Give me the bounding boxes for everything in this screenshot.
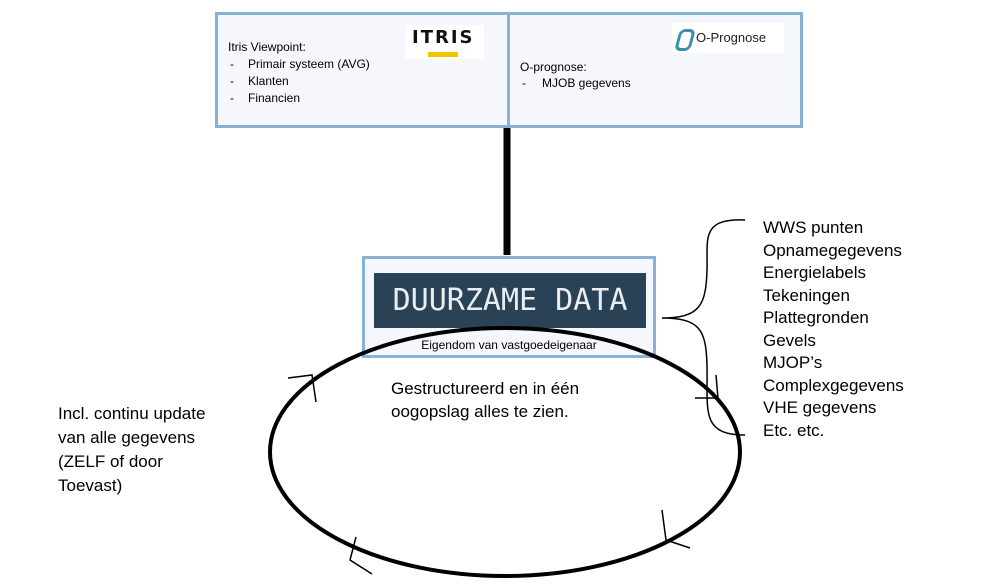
duurzame-data-logo-text: DUURZAME DATA bbox=[392, 283, 628, 318]
data-list-item: Etc. etc. bbox=[763, 420, 825, 440]
update-note-line: van alle gegevens bbox=[58, 428, 196, 447]
oprognose-title: O-prognose: bbox=[520, 60, 587, 74]
update-note-line: (ZELF of door bbox=[58, 452, 163, 471]
bullet-dash: - bbox=[522, 76, 526, 90]
oprognose-box: O-Prognose O-prognose: - MJOB gegevens bbox=[507, 12, 803, 128]
itris-item: Primair systeem (AVG) bbox=[248, 57, 370, 71]
itris-logo-bar bbox=[428, 52, 458, 57]
itris-logo-text: ITRIS bbox=[412, 27, 475, 48]
update-note-line: Incl. continu update bbox=[58, 404, 206, 423]
data-list-item: Energielabels bbox=[763, 263, 867, 282]
itris-item: Financien bbox=[248, 91, 301, 105]
data-list-item: Complexgegevens bbox=[763, 375, 904, 395]
data-list-item: Gevels bbox=[763, 330, 816, 350]
update-cycle-ellipse bbox=[268, 326, 742, 578]
cycle-arrow-icon bbox=[287, 374, 317, 403]
duurzame-data-logo: DUURZAME DATA bbox=[374, 273, 646, 328]
data-list-item: WWS punten bbox=[763, 218, 864, 237]
itris-box: ITRIS Itris Viewpoint: - Primair systeem… bbox=[215, 12, 510, 128]
bullet-dash: - bbox=[230, 91, 234, 105]
curly-brace-icon bbox=[661, 219, 746, 436]
cycle-arrow-icon bbox=[695, 374, 719, 399]
itris-item: Klanten bbox=[248, 74, 289, 88]
itris-title: Itris Viewpoint: bbox=[228, 40, 306, 54]
data-list-item: Opnamegegevens bbox=[763, 240, 902, 260]
bullet-dash: - bbox=[230, 57, 234, 71]
oprognose-logo-text: O-Prognose bbox=[696, 30, 767, 45]
update-note-line: Toevast) bbox=[58, 476, 123, 495]
data-list: WWS punten Opnamegegevens Energielabels … bbox=[763, 217, 904, 442]
bullet-dash: - bbox=[230, 74, 234, 88]
oprognose-item: MJOB gegevens bbox=[542, 76, 631, 90]
data-list-item: Plattegronden bbox=[763, 308, 869, 327]
center-text-line: oogopslag alles te zien. bbox=[391, 401, 569, 421]
data-list-item: MJOP’s bbox=[763, 353, 823, 372]
data-list-item: Tekeningen bbox=[763, 285, 850, 305]
ownership-caption: Eigendom van vastgoedeigenaar bbox=[421, 338, 597, 352]
data-list-item: VHE gegevens bbox=[763, 398, 877, 417]
update-note: Incl. continu update van alle gegevens (… bbox=[58, 402, 205, 498]
oprognose-logo: O-Prognose bbox=[672, 23, 784, 53]
center-text: Gestructureerd en in één oogopslag alles… bbox=[391, 378, 579, 423]
center-text-line: Gestructureerd en in één bbox=[391, 379, 580, 398]
itris-logo: ITRIS bbox=[406, 25, 484, 59]
cycle-arrow-icon bbox=[661, 509, 691, 549]
cycle-arrow-icon bbox=[349, 536, 373, 575]
